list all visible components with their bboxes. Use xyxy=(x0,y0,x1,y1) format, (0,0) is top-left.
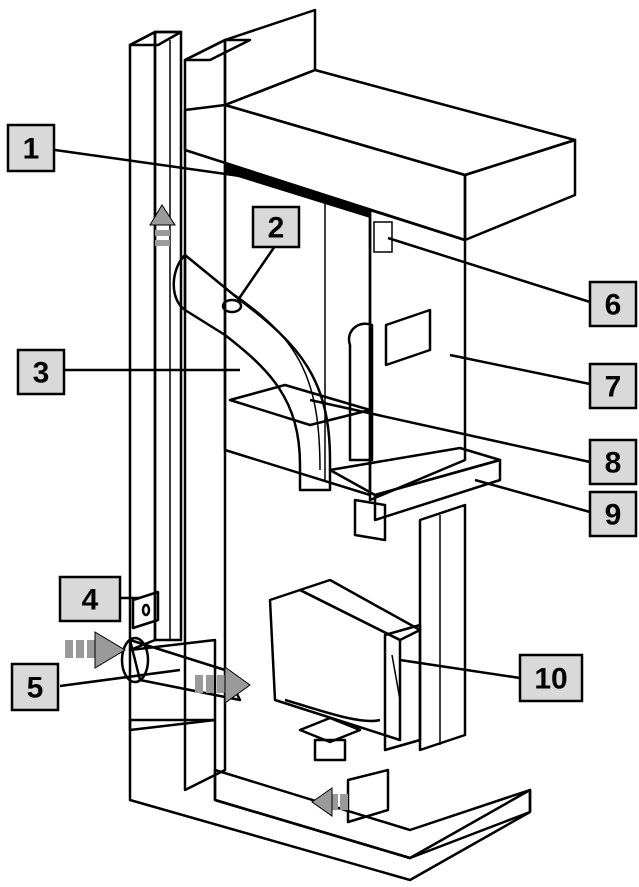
support-column xyxy=(418,503,467,752)
callout-5: 5 xyxy=(10,662,60,712)
callout-8: 8 xyxy=(588,438,638,486)
lower-air-grille xyxy=(346,768,390,824)
callout-1: 1 xyxy=(6,123,56,173)
callout-3: 3 xyxy=(16,348,66,396)
leader-1 xyxy=(54,148,241,178)
callout-7: 7 xyxy=(588,362,638,410)
leader-10 xyxy=(399,658,521,680)
ash-grate xyxy=(298,716,362,744)
callout-3-label: 3 xyxy=(33,357,50,390)
callout-7-label: 7 xyxy=(605,371,622,404)
flexible-duct xyxy=(347,322,374,462)
leader-lines xyxy=(54,148,591,688)
leader-8 xyxy=(309,398,591,464)
leader-9 xyxy=(474,478,591,514)
vent-grille-side xyxy=(384,308,432,367)
arrow-right-icon xyxy=(195,666,251,704)
combustion-air-pipe xyxy=(120,636,242,702)
callout-2: 2 xyxy=(251,205,301,249)
ceiling-slab xyxy=(183,8,577,242)
leader-7 xyxy=(449,353,591,386)
floor-base xyxy=(128,718,532,882)
callout-6: 6 xyxy=(588,280,638,328)
vent-grille-top xyxy=(373,221,393,253)
leader-2 xyxy=(236,245,277,301)
callout-8-label: 8 xyxy=(605,447,622,480)
wall-socket xyxy=(131,590,160,630)
callout-10-label: 10 xyxy=(534,663,567,696)
wall-socket-hole xyxy=(141,603,151,617)
firebox xyxy=(268,578,422,762)
hood-ledge xyxy=(228,383,502,542)
callout-10: 10 xyxy=(518,653,584,703)
pipe-collar xyxy=(221,298,243,314)
inner-hatched-wall xyxy=(183,38,252,792)
hood-cladding xyxy=(223,163,467,502)
leader-5 xyxy=(59,668,181,688)
callout-4: 4 xyxy=(58,575,122,623)
callout-5-label: 5 xyxy=(27,672,44,705)
airflow-arrows xyxy=(65,204,348,817)
callout-9: 9 xyxy=(588,490,638,538)
callout-6-label: 6 xyxy=(605,289,622,322)
callout-1-label: 1 xyxy=(23,133,40,166)
callout-9-label: 9 xyxy=(605,499,622,532)
smoke-pipe xyxy=(172,253,332,492)
callout-4-label: 4 xyxy=(82,584,99,617)
arrow-up-icon xyxy=(149,204,176,246)
leader-6 xyxy=(387,236,591,304)
arrow-right-icon xyxy=(65,631,126,669)
callout-2-label: 2 xyxy=(268,212,285,245)
outer-chimney-wall xyxy=(128,30,217,732)
arrow-left-icon xyxy=(311,787,348,817)
